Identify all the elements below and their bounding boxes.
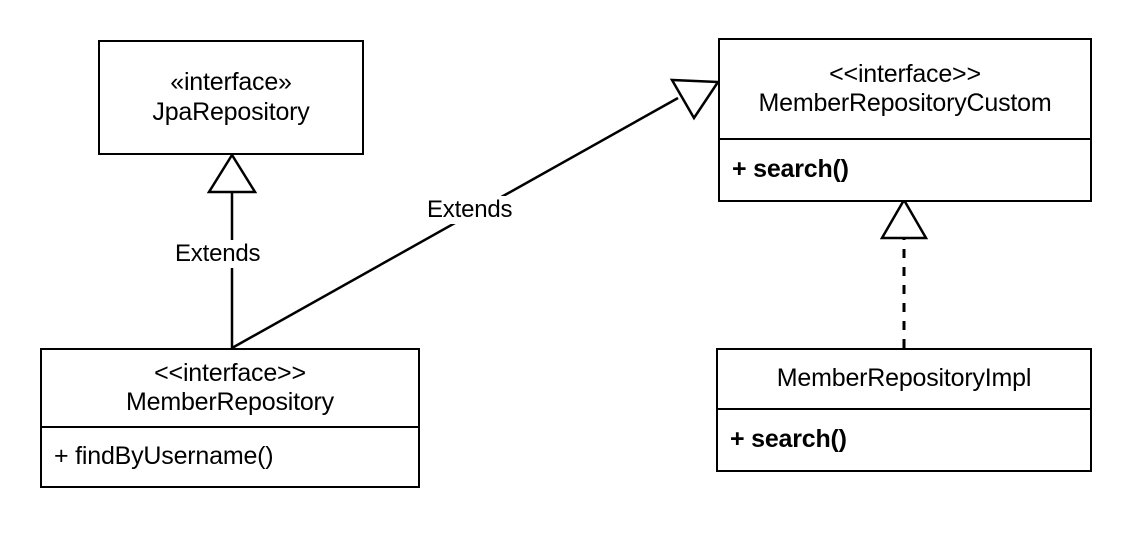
uml-class-member-repository-custom[interactable]: <<interface>> MemberRepositoryCustom + s… — [718, 38, 1092, 202]
uml-class-header-member-repository: <<interface>> MemberRepository — [42, 350, 418, 428]
uml-class-name-member-repository-custom: MemberRepositoryCustom — [758, 88, 1052, 117]
uml-stereotype-jpa-repository: «interface» — [170, 68, 292, 97]
uml-members-member-repository-custom: + search() — [720, 140, 1090, 200]
uml-class-header-member-repository-custom: <<interface>> MemberRepositoryCustom — [720, 40, 1090, 140]
uml-class-name-member-repository-impl: MemberRepositoryImpl — [776, 364, 1032, 393]
hollow-triangle-arrowhead-diagonal — [669, 78, 721, 121]
realization-member-repository-impl-to-member-repository-custom — [879, 197, 929, 348]
uml-class-header-jpa-repository: «interface» JpaRepository — [100, 42, 362, 153]
uml-class-name-member-repository: MemberRepository — [126, 387, 334, 416]
uml-class-header-member-repository-impl: MemberRepositoryImpl — [718, 350, 1090, 411]
relationship-label-extends-jpa-repository: Extends — [172, 240, 264, 268]
uml-class-member-repository-impl[interactable]: MemberRepositoryImpl + search() — [716, 348, 1092, 472]
uml-members-member-repository: + findByUsername() — [42, 428, 418, 486]
uml-class-member-repository[interactable]: <<interface>> MemberRepository + findByU… — [40, 348, 420, 488]
uml-stereotype-member-repository-custom: <<interface>> — [829, 59, 981, 88]
hollow-triangle-arrowhead-realization — [879, 197, 929, 240]
relationship-label-extends-member-repository-custom: Extends — [424, 196, 516, 224]
uml-stereotype-member-repository: <<interface>> — [154, 358, 306, 387]
uml-member-find-by-username: + findByUsername() — [54, 442, 274, 471]
uml-member-search-impl: + search() — [730, 425, 847, 454]
uml-members-member-repository-impl: + search() — [718, 410, 1090, 470]
hollow-triangle-arrowhead-up — [206, 152, 258, 194]
uml-class-jpa-repository[interactable]: «interface» JpaRepository — [98, 40, 364, 155]
uml-class-name-jpa-repository: JpaRepository — [152, 97, 310, 126]
uml-member-search-custom: + search() — [732, 155, 849, 184]
